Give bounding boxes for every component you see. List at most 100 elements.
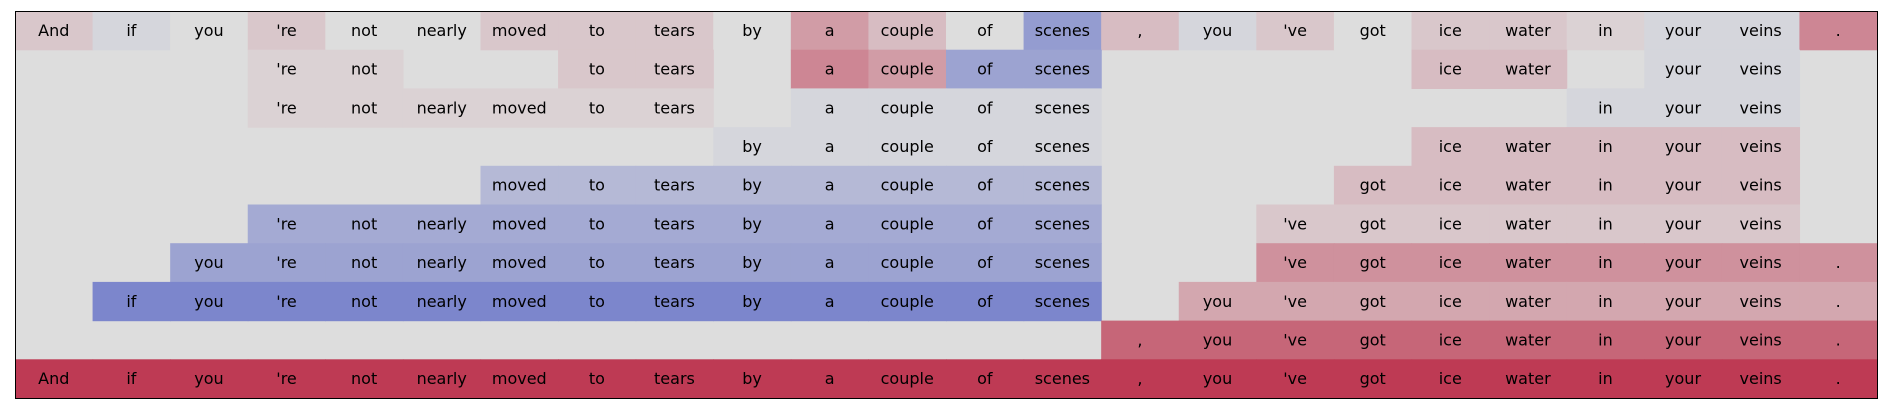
token-label: by [742, 292, 762, 311]
token-label: 're [276, 214, 296, 233]
heatmap-cell [1178, 359, 1257, 399]
heatmap-cell [1721, 165, 1801, 206]
token-label: of [977, 369, 993, 388]
token-label: couple [881, 214, 934, 233]
token-label: couple [881, 21, 934, 40]
token-label: you [194, 253, 223, 272]
token-label: to [589, 21, 605, 40]
token-label: nearly [417, 253, 467, 272]
heatmap-cell [1566, 127, 1645, 167]
token-label: water [1505, 330, 1551, 349]
heatmap-cell [1333, 11, 1413, 51]
token-label: got [1360, 330, 1386, 349]
heatmap-cell [170, 243, 249, 283]
token-label: you [1203, 330, 1232, 349]
heatmap-cell [1411, 320, 1490, 360]
heatmap-cell [170, 11, 249, 51]
token-label: moved [492, 292, 547, 311]
heatmap-cell [946, 165, 1025, 206]
heatmap-cell [946, 11, 1025, 51]
token-label: of [977, 137, 993, 156]
heatmap-cell [1644, 127, 1723, 167]
heatmap-cell [480, 281, 559, 322]
token-label: . [1836, 292, 1841, 311]
token-label: your [1665, 330, 1701, 349]
heatmap-cell [402, 359, 482, 399]
heatmap-cell [790, 49, 870, 89]
heatmap-cell [1023, 127, 1102, 167]
token-label: you [1203, 21, 1232, 40]
heatmap-cell [868, 359, 947, 399]
heatmap-cell [247, 88, 326, 128]
heatmap-cell [325, 204, 404, 244]
heatmap-cell [1644, 359, 1723, 399]
token-label: 're [276, 369, 296, 388]
token-label: couple [881, 292, 934, 311]
heatmap-cell [92, 281, 171, 322]
token-label: in [1598, 214, 1613, 233]
heatmap-cell [1799, 320, 1878, 360]
heatmap-cell [946, 127, 1025, 167]
heatmap-cell [1721, 243, 1801, 283]
token-label: veins [1740, 253, 1782, 272]
token-label: 're [276, 60, 296, 79]
token-label: in [1598, 21, 1613, 40]
heatmap-cell [1799, 359, 1878, 399]
heatmap-cell [1411, 204, 1490, 244]
heatmap-cell [170, 359, 249, 399]
heatmap-cell [1644, 320, 1723, 360]
token-label: veins [1740, 98, 1782, 117]
heatmap-cell [402, 281, 482, 322]
heatmap-cell [92, 359, 171, 399]
token-label: in [1598, 292, 1613, 311]
heatmap-cell [1101, 320, 1180, 360]
heatmap-cell [247, 204, 326, 244]
token-label: ice [1439, 137, 1462, 156]
token-label: in [1598, 137, 1613, 156]
heatmap-cell [1411, 281, 1490, 322]
token-label: your [1665, 214, 1701, 233]
heatmap-cell [558, 49, 637, 89]
heatmap-cell [713, 281, 792, 322]
token-label: not [351, 292, 377, 311]
token-label: veins [1740, 21, 1782, 40]
heatmap-cell [1566, 320, 1645, 360]
token-label: water [1505, 292, 1551, 311]
token-label: couple [881, 253, 934, 272]
heatmap-cell [1721, 281, 1801, 322]
token-label: tears [654, 253, 695, 272]
heatmap-cell [325, 243, 404, 283]
heatmap-cell [1644, 11, 1723, 51]
token-label: , [1137, 330, 1142, 349]
heatmap-cell [247, 49, 326, 89]
heatmap-cell [1489, 281, 1568, 322]
heatmap-cell [1411, 359, 1490, 399]
heatmap-cell [713, 165, 792, 206]
token-label: to [589, 98, 605, 117]
heatmap-cell [635, 243, 714, 283]
token-label: a [825, 369, 835, 388]
heatmap-cell [1333, 204, 1413, 244]
token-label: water [1505, 369, 1551, 388]
heatmap-cell [480, 243, 559, 283]
token-label: nearly [417, 369, 467, 388]
token-label: to [589, 176, 605, 195]
token-label: moved [492, 98, 547, 117]
heatmap-cell [1644, 88, 1723, 128]
heatmap-cell [480, 359, 559, 399]
token-label: 've [1283, 253, 1307, 272]
heatmap-cell [713, 359, 792, 399]
token-label: in [1598, 253, 1613, 272]
heatmap-cell [1721, 49, 1801, 89]
token-label: you [1203, 292, 1232, 311]
heatmap-cell [868, 204, 947, 244]
token-label: water [1505, 21, 1551, 40]
token-label: not [351, 253, 377, 272]
token-label: in [1598, 176, 1613, 195]
heatmap-cell [480, 165, 559, 206]
heatmap-cell [1411, 127, 1490, 167]
token-label: veins [1740, 369, 1782, 388]
heatmap-cell [635, 165, 714, 206]
heatmap-cell [558, 243, 637, 283]
heatmap-cell [1256, 281, 1335, 322]
